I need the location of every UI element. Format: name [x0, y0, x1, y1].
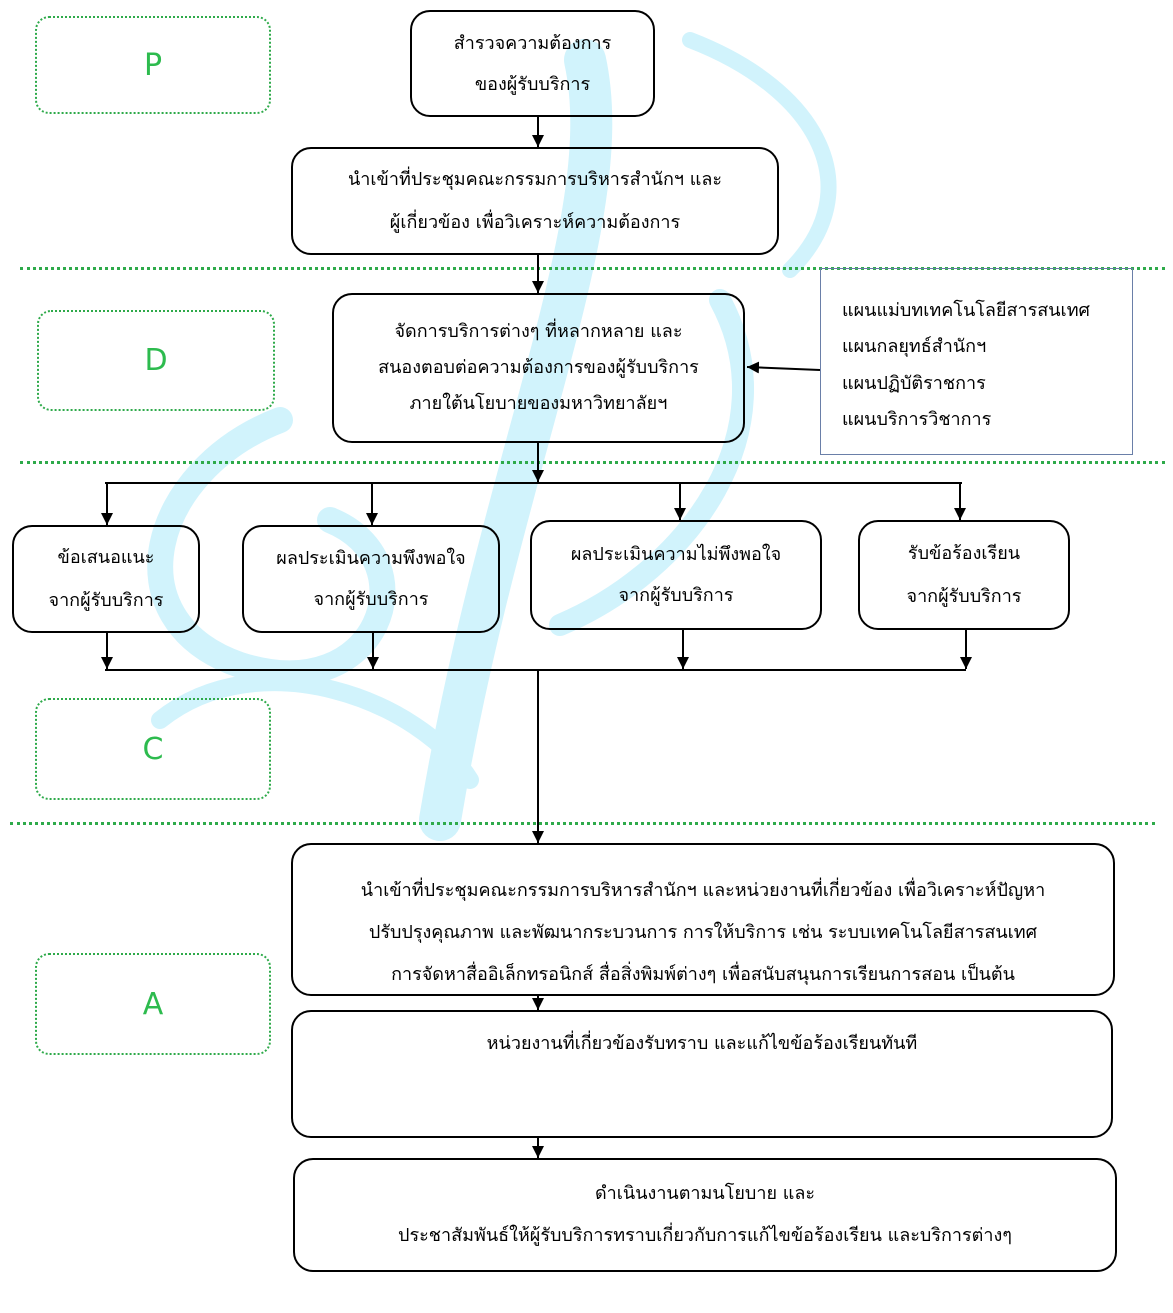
complaints-box: รับข้อร้องเรียน จากผู้รับบริการ [858, 520, 1070, 630]
box-text-line: จากผู้รับบริการ [313, 589, 429, 610]
watermark-stroke [147, 407, 396, 687]
plan-item: แผนบริการวิชาการ [842, 409, 992, 430]
box-text-line: ประชาสัมพันธ์ให้ผู้รับบริการทราบเกี่ยวกั… [398, 1225, 1012, 1246]
box-text-line: ปรับปรุงคุณภาพ และพัฒนากระบวนการ การให้บ… [368, 921, 1038, 943]
phase-p-label: P [35, 16, 271, 114]
box-text-line: ผลประเมินความไม่พึงพอใจ [570, 544, 782, 565]
box-text-line: นำเข้าที่ประชุมคณะกรรมการบริหารสำนักฯ แล… [347, 169, 723, 190]
phase-divider-ca [10, 822, 1155, 825]
satisfaction-results-box: ผลประเมินความพึงพอใจ จากผู้รับบริการ [242, 525, 500, 633]
box-text-line: ดำเนินงานตามนโยบาย และ [594, 1183, 816, 1204]
dissatisfaction-results-box: ผลประเมินความไม่พึงพอใจ จากผู้รับบริการ [530, 520, 822, 630]
box-text-line: จากผู้รับบริการ [618, 585, 734, 606]
analysis-improvement-box: นำเข้าที่ประชุมคณะกรรมการบริหารสำนักฯ แล… [291, 843, 1115, 996]
plans-box: แผนแม่บทเทคโนโลยีสารสนเทศ แผนกลยุทธ์สำนั… [820, 268, 1133, 455]
box-text-line: ข้อเสนอแนะ [57, 547, 155, 568]
box-text-line: นำเข้าที่ประชุมคณะกรรมการบริหารสำนักฯ แล… [360, 879, 1046, 901]
plan-item: แผนกลยุทธ์สำนักฯ [842, 336, 987, 357]
box-text-line: ผู้เกี่ยวข้อง เพื่อวิเคราะห์ความต้องการ [389, 212, 681, 233]
arrow-plans-to-manage [746, 361, 821, 374]
committee-meeting-box: นำเข้าที่ประชุมคณะกรรมการบริหารสำนักฯ แล… [291, 147, 779, 255]
phase-divider-pd [20, 267, 1165, 270]
feedback-box: ข้อเสนอแนะ จากผู้รับบริการ [12, 525, 200, 633]
watermark-stroke [549, 289, 755, 636]
box-text-line: ของผู้รับบริการ [474, 73, 591, 95]
acknowledge-fix-box: หน่วยงานที่เกี่ยวข้องรับทราบ และแก้ไขข้อ… [291, 1010, 1113, 1138]
watermark-stroke [682, 32, 837, 278]
phase-c-label: C [35, 698, 271, 800]
box-text-line: ภายใต้นโยบายของมหาวิทยาลัยฯ [409, 393, 668, 414]
phase-a-label: A [35, 953, 271, 1055]
plan-item: แผนแม่บทเทคโนโลยีสารสนเทศ [842, 299, 1090, 321]
watermark-stroke [151, 673, 479, 789]
box-text-line: สำรวจความต้องการ [453, 32, 612, 54]
phase-d-label: D [37, 310, 275, 411]
watermark-stroke [419, 39, 613, 841]
box-text-line: จัดการบริการต่างๆ ที่หลากหลาย และ [394, 321, 683, 342]
box-text-line: การจัดหาสื่ออิเล็กทรอนิกส์ สื่อสิ่งพิมพ์… [391, 963, 1015, 985]
box-text-line: รับข้อร้องเรียน [907, 543, 1021, 564]
box-text-line: สนองตอบต่อความต้องการของผู้รับบริการ [378, 357, 699, 378]
implement-publicize-box: ดำเนินงานตามนโยบาย และ ประชาสัมพันธ์ให้ผ… [293, 1158, 1117, 1272]
manage-services-box: จัดการบริการต่างๆ ที่หลากหลาย และ สนองตอ… [332, 293, 745, 443]
survey-needs-box: สำรวจความต้องการ ของผู้รับบริการ [410, 10, 655, 117]
box-text-line: จากผู้รับบริการ [906, 586, 1022, 607]
box-text-line: หน่วยงานที่เกี่ยวข้องรับทราบ และแก้ไขข้อ… [486, 1033, 918, 1054]
box-text-line: จากผู้รับบริการ [48, 590, 164, 611]
phase-divider-dc [20, 461, 1165, 464]
plan-item: แผนปฏิบัติราชการ [842, 372, 986, 394]
box-text-line: ผลประเมินความพึงพอใจ [276, 548, 466, 569]
